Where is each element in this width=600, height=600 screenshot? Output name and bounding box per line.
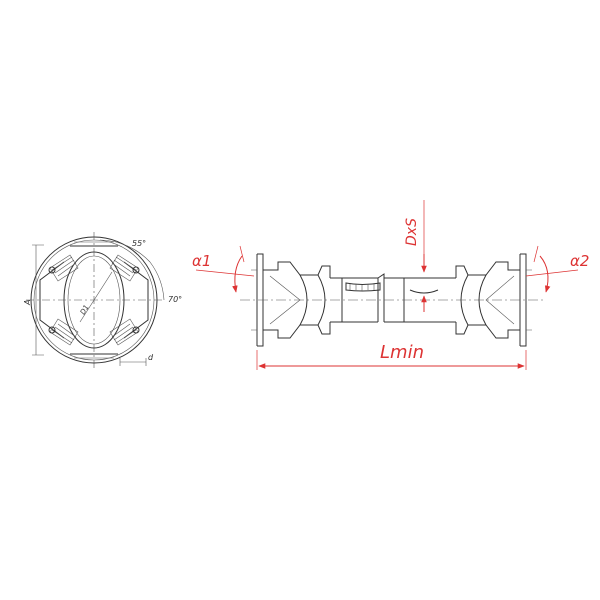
dimension-d1-label: D1	[79, 303, 91, 316]
dimension-d-label: d	[148, 353, 154, 362]
dxs-label: DxS	[404, 218, 420, 246]
dimension-a-label: A	[23, 300, 32, 306]
flange-end-view	[26, 232, 165, 368]
angle-55-label: 55°	[132, 239, 146, 248]
lmin-label: Lmin	[380, 342, 424, 363]
angle-70-label: 70°	[168, 295, 182, 304]
cardan-shaft-side-view	[240, 253, 545, 347]
alpha1-label: α1	[192, 252, 211, 270]
dimension-lines	[195, 200, 579, 370]
alpha2-label: α2	[570, 252, 589, 270]
